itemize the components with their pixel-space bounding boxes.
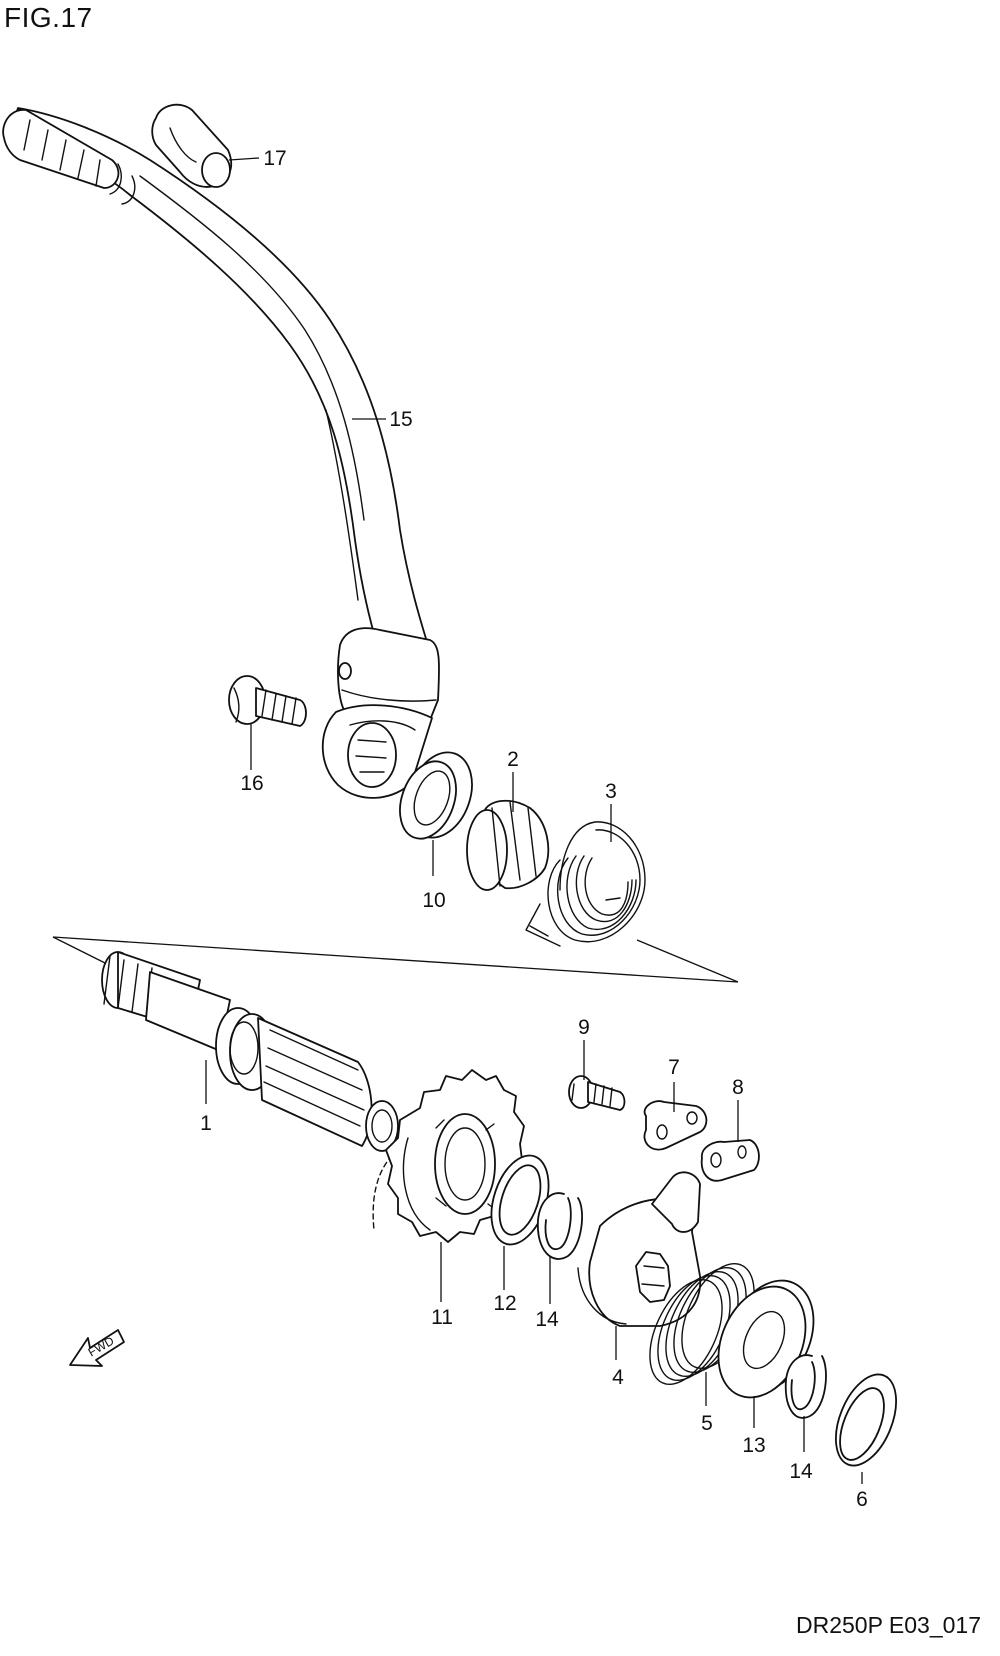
label-part-5: 5 [701, 1412, 713, 1435]
label-part-1: 1 [200, 1112, 212, 1135]
oil-seal [399, 751, 473, 840]
label-part-10: 10 [422, 889, 445, 912]
leader-lines [205, 157, 863, 1484]
circlip-upper [537, 1192, 583, 1260]
kick-ratchet [577, 1171, 702, 1327]
label-part-14-upper: 14 [535, 1308, 559, 1331]
figure-code: DR250P E03_017 [796, 1612, 981, 1638]
circlip-lower [784, 1354, 827, 1419]
label-part-8: 8 [732, 1076, 744, 1099]
lever-cap [151, 103, 233, 188]
label-part-7: 7 [668, 1056, 680, 1079]
kick-drive-gear [372, 1069, 525, 1243]
label-part-3: 3 [605, 780, 617, 803]
label-part-13: 13 [742, 1434, 765, 1457]
label-part-2: 2 [507, 748, 519, 771]
label-part-15: 15 [389, 408, 412, 431]
guide-bolt [568, 1075, 626, 1111]
part-labels: 17 15 16 2 3 10 9 7 8 1 11 12 14 4 5 13 … [200, 147, 868, 1511]
lever-bolt [228, 675, 307, 727]
guide-plate-8 [700, 1139, 760, 1182]
end-washer [835, 1373, 897, 1467]
return-spring [525, 821, 646, 947]
label-part-9: 9 [578, 1016, 590, 1039]
figure-title: FIG.17 [4, 2, 93, 33]
spring-guide [466, 799, 550, 891]
fwd-arrow-icon: FWD [69, 1329, 125, 1367]
label-part-11: 11 [431, 1306, 453, 1329]
label-part-6: 6 [856, 1488, 868, 1511]
guide-plate-7 [643, 1100, 708, 1151]
label-part-4: 4 [612, 1366, 624, 1389]
label-part-14-lower: 14 [789, 1460, 813, 1483]
kick-starter-shaft [101, 951, 399, 1152]
label-part-16: 16 [240, 772, 263, 795]
gear-washer [490, 1154, 550, 1246]
label-part-17: 17 [263, 147, 286, 170]
label-part-12: 12 [493, 1292, 516, 1315]
kick-starter-lever [2, 107, 440, 799]
